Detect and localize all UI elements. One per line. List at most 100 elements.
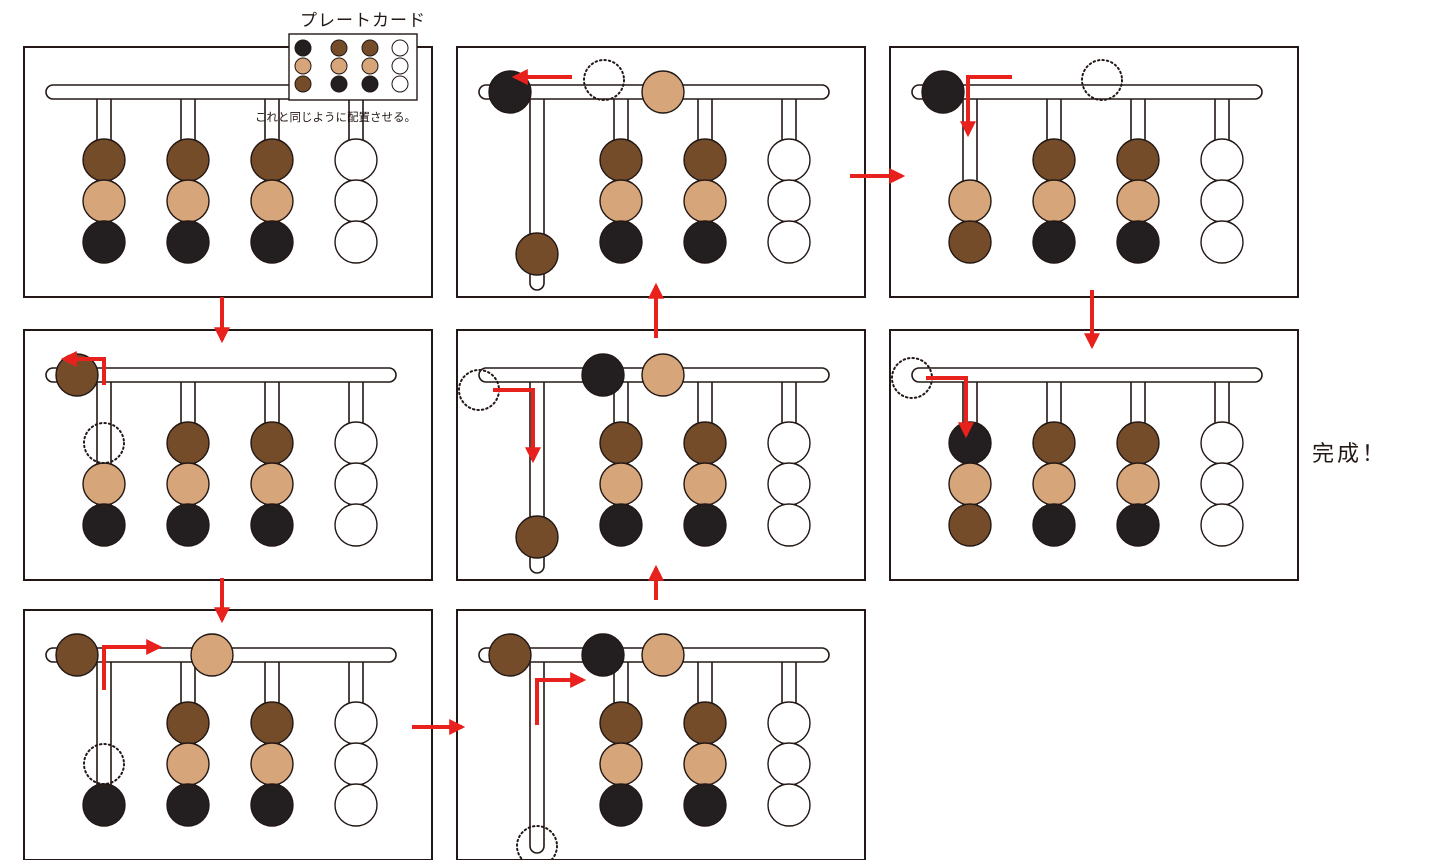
white-bead	[334, 503, 378, 547]
plate-card-tan-dot	[330, 57, 348, 75]
white-bead	[767, 421, 811, 465]
black-bead	[599, 783, 643, 827]
plate-card-black-dot	[330, 75, 348, 93]
tan-bead	[683, 742, 727, 786]
tan-bead	[82, 179, 126, 223]
black-bead	[683, 220, 727, 264]
empty-slot-ring	[83, 422, 125, 464]
plate-card-white-dot	[391, 75, 409, 93]
step-panel-2	[23, 329, 433, 581]
step-panel-5	[456, 329, 866, 581]
white-bead	[334, 783, 378, 827]
tan-bead	[599, 742, 643, 786]
white-bead	[767, 503, 811, 547]
tan-bead	[250, 179, 294, 223]
tan-bead	[948, 179, 992, 223]
tan-bead	[683, 179, 727, 223]
black-bead	[599, 220, 643, 264]
plate-card-brown-dot	[294, 75, 312, 93]
empty-slot-ring	[83, 743, 125, 785]
white-bead	[1200, 462, 1244, 506]
plate-card-black-dot	[361, 75, 379, 93]
top-rail	[45, 367, 397, 383]
tan-bead	[641, 633, 685, 677]
black-bead	[250, 503, 294, 547]
white-bead	[1200, 421, 1244, 465]
black-bead	[683, 783, 727, 827]
white-bead	[767, 783, 811, 827]
black-bead	[166, 503, 210, 547]
tan-bead	[599, 179, 643, 223]
black-bead	[921, 70, 965, 114]
white-bead	[334, 179, 378, 223]
black-bead	[82, 220, 126, 264]
white-bead	[334, 220, 378, 264]
tan-bead	[641, 70, 685, 114]
move-arrow	[102, 639, 163, 690]
black-bead	[250, 220, 294, 264]
black-bead	[250, 783, 294, 827]
step-panel-8	[889, 329, 1299, 581]
top-rail	[911, 367, 1263, 383]
black-bead	[166, 783, 210, 827]
step-panel-7	[889, 46, 1299, 298]
black-bead	[683, 503, 727, 547]
step-panel-6	[456, 46, 866, 298]
plate-card-brown-dot	[361, 39, 379, 57]
brown-bead	[683, 421, 727, 465]
plate-card-white-dot	[391, 57, 409, 75]
white-bead	[1200, 220, 1244, 264]
black-bead	[581, 353, 625, 397]
tan-bead	[166, 462, 210, 506]
tan-bead	[599, 462, 643, 506]
tan-bead	[683, 462, 727, 506]
plate-card-tan-dot	[294, 57, 312, 75]
brown-bead	[250, 421, 294, 465]
white-bead	[334, 701, 378, 745]
plate-card-black-dot	[294, 39, 312, 57]
white-bead	[767, 701, 811, 745]
tan-bead	[166, 179, 210, 223]
tan-bead	[250, 462, 294, 506]
move-arrow	[493, 388, 541, 464]
brown-bead	[599, 421, 643, 465]
white-bead	[334, 742, 378, 786]
tan-bead	[82, 462, 126, 506]
black-bead	[1032, 220, 1076, 264]
brown-bead	[1032, 138, 1076, 182]
completion-label: 完成！	[1312, 442, 1388, 467]
plate-card-tan-dot	[361, 57, 379, 75]
brown-bead	[488, 633, 532, 677]
brown-bead	[1032, 421, 1076, 465]
empty-slot-ring	[516, 825, 558, 860]
empty-slot-ring	[583, 59, 625, 101]
tan-bead	[641, 353, 685, 397]
black-bead	[599, 503, 643, 547]
move-arrow	[535, 672, 587, 725]
brown-bead	[166, 701, 210, 745]
black-bead	[948, 421, 992, 465]
black-bead	[1116, 220, 1160, 264]
step-panel-3	[23, 609, 433, 860]
tan-bead	[1032, 462, 1076, 506]
black-bead	[1116, 503, 1160, 547]
white-bead	[1200, 179, 1244, 223]
white-bead	[334, 138, 378, 182]
white-bead	[334, 421, 378, 465]
brown-bead	[948, 220, 992, 264]
black-bead	[1032, 503, 1076, 547]
brown-bead	[250, 138, 294, 182]
white-bead	[767, 179, 811, 223]
brown-bead	[515, 232, 559, 276]
brown-bead	[55, 633, 99, 677]
plate-card-white-dot	[391, 39, 409, 57]
move-arrow	[60, 351, 106, 385]
brown-bead	[683, 138, 727, 182]
tan-bead	[250, 742, 294, 786]
brown-bead	[948, 503, 992, 547]
brown-bead	[1116, 138, 1160, 182]
peg-rod	[529, 659, 545, 854]
white-bead	[767, 138, 811, 182]
brown-bead	[166, 421, 210, 465]
tan-bead	[166, 742, 210, 786]
